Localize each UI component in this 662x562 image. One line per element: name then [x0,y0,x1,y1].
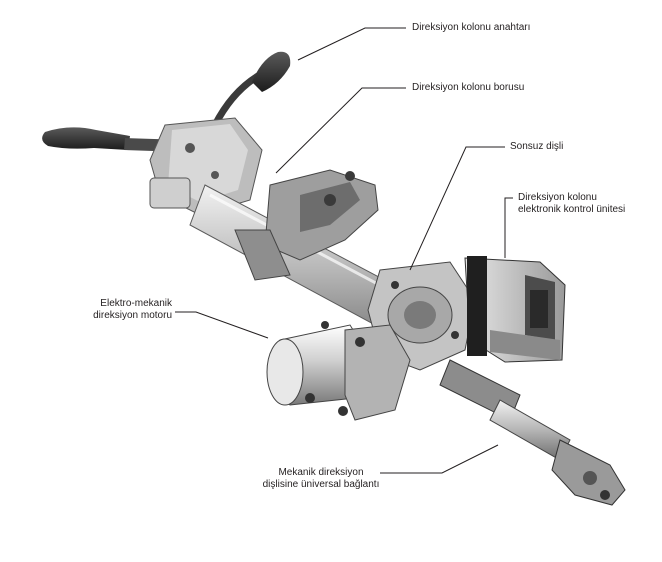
leader-ecu [504,197,513,258]
label-motor: Elektro-mekanik direksiyon motoru [60,298,172,322]
switch-stalk-upper [211,51,291,129]
electric-motor [266,321,411,421]
label-ecu: Direksiyon kolonu elektronik kontrol üni… [518,192,625,216]
mounting-bracket [234,169,379,281]
leader-motor [175,311,269,339]
label-worm-gear: Sonsuz dişli [510,141,564,152]
intermediate-shaft [439,359,626,506]
leader-universal-joint [380,444,499,474]
label-universal-joint-line2: dişlisine üniversal bağlantı [262,479,380,490]
label-ecu-line1: Direksiyon kolonu [518,192,597,203]
label-universal-joint-line1: Mekanik direksiyon [278,467,364,478]
label-motor-line1: Elektro-mekanik [100,298,172,309]
leader-switch [297,27,406,61]
switch-housing [149,117,263,216]
label-motor-line2: direksiyon motoru [93,310,172,321]
leader-lines [175,27,513,474]
leader-worm-gear [409,146,505,271]
label-steering-column-tube: Direksiyon kolonu borusu [412,82,525,93]
leader-tube [275,87,406,174]
label-steering-column-switch: Direksiyon kolonu anahtarı [412,22,531,33]
label-ecu-line2: elektronik kontrol ünitesi [518,204,626,215]
label-universal-joint: Mekanik direksiyon dişlisine üniversal b… [262,467,380,491]
ecu-box [464,256,566,363]
